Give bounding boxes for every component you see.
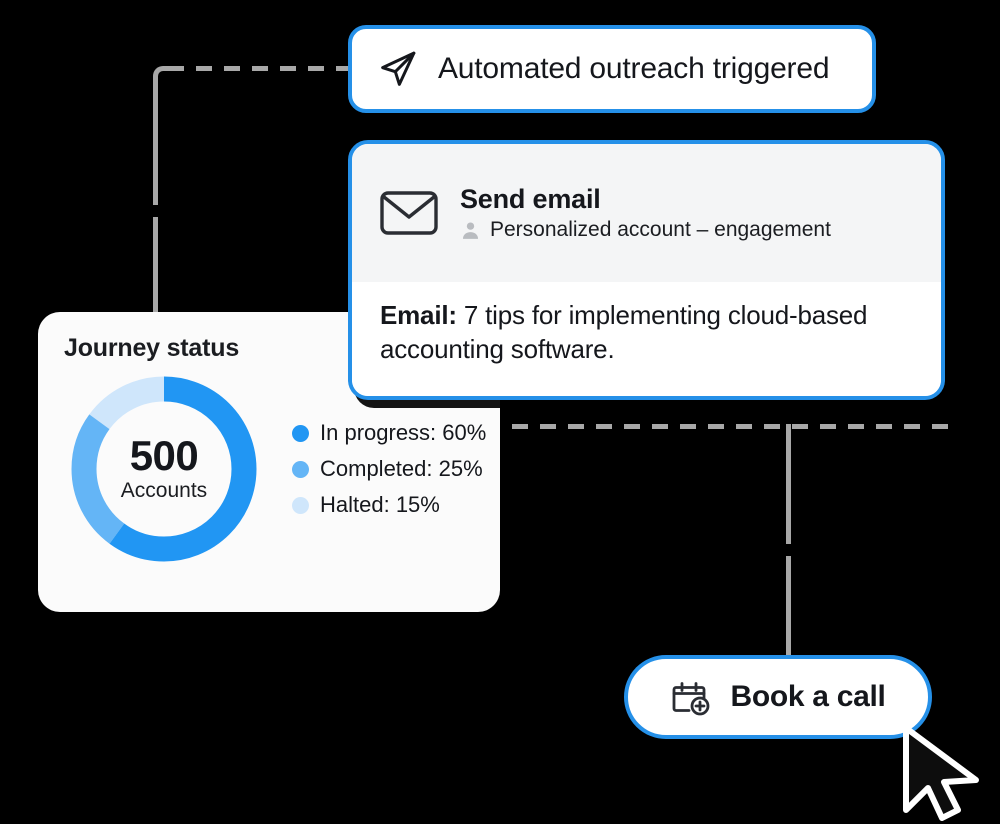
legend-label-in-progress: In progress: 60% [320, 420, 487, 445]
legend-item-in-progress: In progress: 60% [292, 420, 486, 446]
journey-status-title: Journey status [64, 334, 240, 362]
email-body-label: Email: [380, 300, 457, 330]
legend-label-halted: Halted: 15% [320, 492, 440, 517]
paper-plane-icon [378, 49, 418, 89]
email-body-text: 7 tips for implementing cloud-based acco… [380, 300, 868, 365]
send-email-card[interactable]: Send email Personalized account – engage… [348, 140, 945, 400]
send-email-header: Send email Personalized account – engage… [352, 144, 941, 282]
legend-dot-halted [292, 496, 309, 514]
connector-outreach-horizontal [168, 66, 350, 71]
legend-label-completed: Completed: 25% [320, 456, 483, 481]
send-email-subtitle: Personalized account – engagement [490, 218, 831, 241]
donut-segment-inprogress [71, 376, 257, 562]
automated-outreach-card[interactable]: Automated outreach triggered [348, 25, 876, 113]
envelope-icon [380, 189, 438, 237]
send-email-subtitle-row: Personalized account – engagement [460, 218, 831, 242]
donut-svg [71, 376, 257, 562]
legend-item-completed: Completed: 25% [292, 456, 486, 482]
send-email-title: Send email [460, 184, 601, 214]
connector-bookcall-vertical [786, 424, 791, 672]
legend-item-halted: Halted: 15% [292, 492, 486, 518]
book-a-call-label: Book a call [730, 680, 886, 713]
connector-outreach-elbow [153, 66, 178, 93]
journey-donut-chart: 500 Accounts [64, 369, 264, 569]
legend-dot-in-progress [292, 424, 309, 442]
connector-journey-vertical [153, 85, 158, 330]
connector-email-horizontal [512, 424, 952, 429]
book-a-call-button[interactable]: Book a call [624, 655, 932, 739]
journey-legend: In progress: 60% Completed: 25% Halted: … [292, 420, 486, 518]
calendar-plus-icon [670, 676, 712, 718]
send-email-body: Email: 7 tips for implementing cloud-bas… [352, 282, 941, 396]
automated-outreach-label: Automated outreach triggered [438, 52, 830, 85]
mouse-pointer-icon [898, 722, 990, 822]
donut-segment-completed [71, 376, 257, 562]
person-icon [460, 220, 481, 241]
legend-dot-completed [292, 460, 309, 478]
